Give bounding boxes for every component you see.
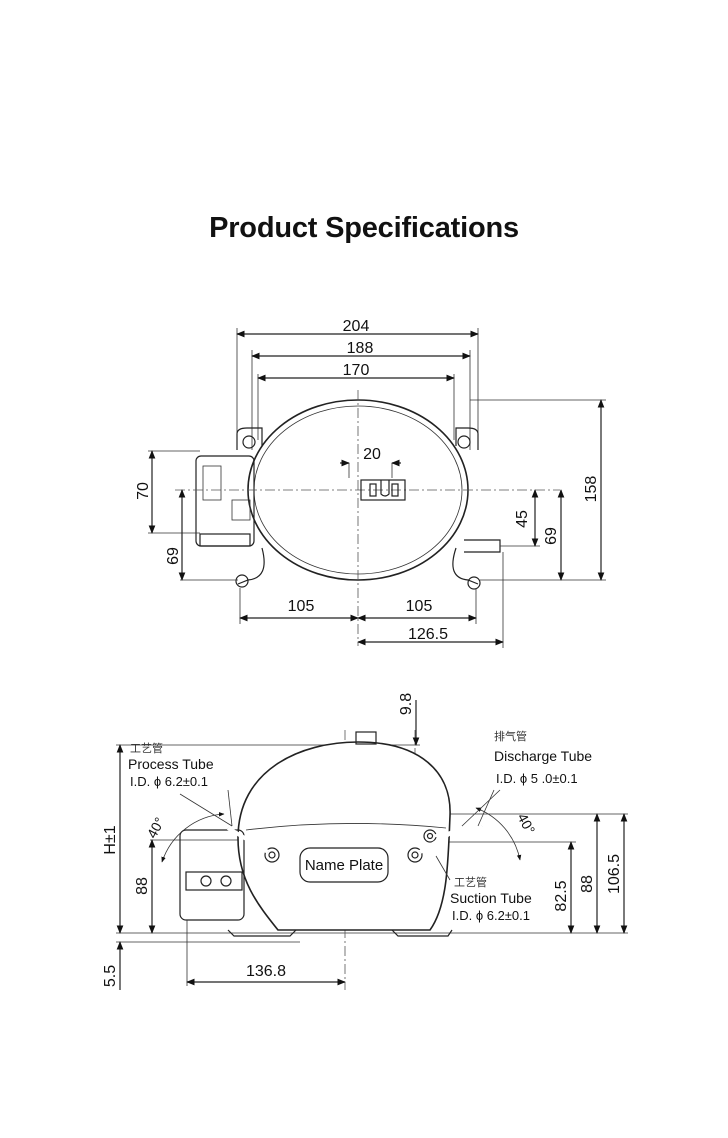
compressor-body-side — [237, 741, 451, 931]
suction-tube-label: Suction Tube — [450, 890, 532, 906]
dim-106-5: 106.5 — [606, 854, 623, 894]
angle-right: 40° — [514, 811, 538, 837]
suction-tube-cn: 工艺管 — [454, 875, 487, 889]
discharge-tube-spec: I.D. ϕ 5 .0±0.1 — [496, 771, 578, 786]
dim-88-right: 88 — [579, 875, 596, 893]
dim-69-right: 69 — [543, 527, 560, 545]
dim-158: 158 — [583, 476, 600, 503]
terminal-box — [195, 455, 255, 547]
dim-70: 70 — [135, 482, 152, 500]
dim-45: 45 — [514, 510, 531, 528]
process-tube-spec: I.D. ϕ 6.2±0.1 — [130, 774, 208, 789]
dim-5-5: 5.5 — [102, 965, 119, 987]
dim-204: 204 — [343, 318, 370, 335]
dim-170: 170 — [343, 362, 370, 379]
process-tube-cn: 工艺管 — [130, 741, 163, 755]
angle-left: 40° — [144, 815, 168, 841]
dim-105-right: 105 — [406, 598, 433, 615]
dim-82-5: 82.5 — [553, 880, 570, 911]
terminal-box-side — [179, 829, 245, 921]
dim-9-8: 9.8 — [398, 693, 415, 715]
dim-88-left: 88 — [134, 877, 151, 895]
name-plate — [299, 847, 389, 883]
discharge-tube-label: Discharge Tube — [494, 748, 592, 764]
suction-tube-spec: I.D. ϕ 6.2±0.1 — [452, 908, 530, 923]
dim-105-left: 105 — [288, 598, 315, 615]
dim-126-5: 126.5 — [408, 626, 448, 643]
name-plate-label: Name Plate — [305, 857, 383, 874]
dim-20: 20 — [363, 446, 381, 463]
top-view-drawing: 204 188 170 20 70 69 45 69 158 105 105 1… — [135, 318, 606, 648]
discharge-tube-cn: 排气管 — [494, 729, 527, 743]
side-view-drawing: Name Plate 9.8 — [102, 693, 628, 990]
dim-188: 188 — [347, 340, 374, 357]
dim-136-8: 136.8 — [246, 963, 286, 980]
page-title: Product Specifications — [209, 212, 519, 244]
dim-h: H±1 — [102, 825, 119, 854]
process-tube-label: Process Tube — [128, 756, 214, 772]
dim-69-left: 69 — [165, 547, 182, 565]
